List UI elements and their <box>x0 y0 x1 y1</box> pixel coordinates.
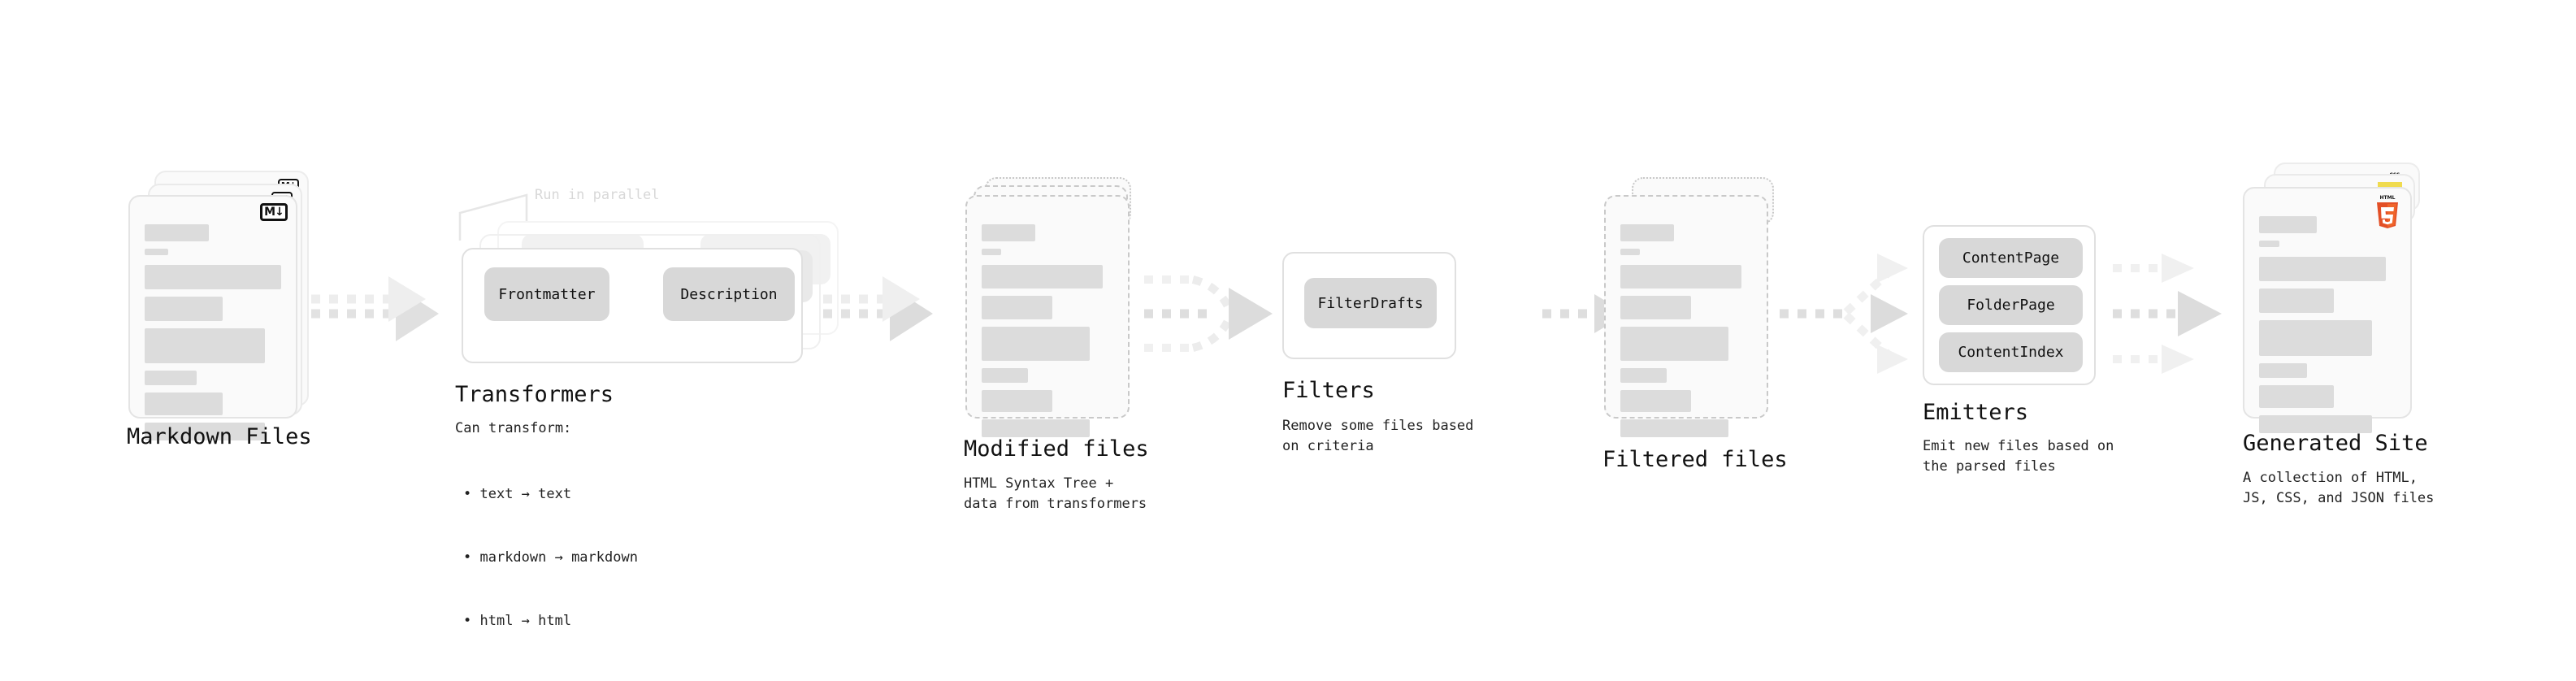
skeleton-bar <box>1620 390 1692 412</box>
stage-title-filtered-files: Filtered files <box>1602 447 1788 472</box>
skeleton-bar <box>1620 224 1675 241</box>
skeleton-bar <box>2259 288 2335 313</box>
stage-title-modified-files: Modified files <box>964 436 1149 462</box>
skeleton-bar <box>982 224 1036 241</box>
skeleton-bar <box>982 390 1053 412</box>
transform-bullet-item: • markdown → markdown <box>463 549 638 566</box>
transformer-item-frontmatter[interactable]: Frontmatter <box>484 267 609 321</box>
skeleton-bar <box>145 249 168 255</box>
skeleton-bars <box>1620 224 1752 445</box>
document-card-front: HTML <box>2243 187 2412 433</box>
filters-box: FilterDrafts <box>1282 252 1456 359</box>
skeleton-bar <box>982 249 1002 255</box>
skeleton-bar <box>2259 216 2317 233</box>
stage-title-generated-site: Generated Site <box>2243 431 2428 456</box>
skeleton-bars <box>145 224 281 448</box>
transform-bullet-item: • html → html <box>463 613 572 629</box>
skeleton-bar <box>1620 249 1641 255</box>
document-card-front: M↓ <box>128 195 297 440</box>
skeleton-bars <box>2259 216 2396 440</box>
skeleton-bar <box>145 328 265 363</box>
skeleton-bar <box>2259 385 2335 408</box>
filter-item-filterdrafts[interactable]: FilterDrafts <box>1304 278 1437 328</box>
document-card-front <box>1604 195 1768 437</box>
stage-subtitle-emitters: Emit new files based on the parsed files <box>1923 438 2114 475</box>
skeleton-bar <box>2259 415 2373 433</box>
transformer-layer-front: Frontmatter Description <box>462 248 803 363</box>
stage-title-transformers: Transformers <box>455 382 614 407</box>
skeleton-bar <box>982 327 1090 361</box>
skeleton-bar <box>982 296 1053 319</box>
stage-subtitle-filters: Remove some files based on criteria <box>1282 418 1474 454</box>
transform-bullet-item: • text → text <box>463 486 572 502</box>
document-card-front <box>965 195 1130 437</box>
skeleton-bar <box>145 371 197 385</box>
skeleton-bar <box>2259 363 2307 378</box>
transform-bullet-label: text → text <box>479 486 572 502</box>
skeleton-bar <box>1620 296 1692 319</box>
skeleton-bar <box>2259 241 2280 247</box>
skeleton-bar <box>982 419 1090 437</box>
emitter-item-contentindex[interactable]: ContentIndex <box>1939 332 2083 372</box>
skeleton-bar <box>1620 265 1742 288</box>
emitter-item-folderpage[interactable]: FolderPage <box>1939 285 2083 325</box>
skeleton-bar <box>145 265 281 289</box>
transform-bullet-list: • text → text • markdown → markdown • ht… <box>463 441 638 674</box>
stage-title-markdown-files: Markdown Files <box>127 424 312 449</box>
svg-text:HTML: HTML <box>2380 195 2396 201</box>
transform-bullet-label: markdown → markdown <box>479 549 638 566</box>
stage-subtitle-modified-files: HTML Syntax Tree + data from transformer… <box>964 475 1147 512</box>
skeleton-bar <box>2259 257 2387 281</box>
emitter-item-contentpage[interactable]: ContentPage <box>1939 238 2083 278</box>
stage-subtitle-transformers: Can transform: <box>455 420 572 436</box>
skeleton-bar <box>1620 327 1728 361</box>
skeleton-bar <box>982 368 1028 383</box>
html5-icon: HTML <box>2373 193 2402 228</box>
skeleton-bar <box>145 224 209 241</box>
stage-title-filters: Filters <box>1282 378 1375 403</box>
run-in-parallel-label: Run in parallel <box>535 187 660 203</box>
skeleton-bar <box>145 297 223 321</box>
transform-bullet-label: html → html <box>479 613 572 629</box>
skeleton-bar <box>2259 320 2373 356</box>
skeleton-bar <box>982 265 1104 288</box>
skeleton-bar <box>1620 419 1728 437</box>
transformer-item-description[interactable]: Description <box>663 267 795 321</box>
emitters-box: ContentPage FolderPage ContentIndex <box>1923 225 2096 385</box>
stage-subtitle-generated-site: A collection of HTML, JS, CSS, and JSON … <box>2243 470 2435 506</box>
skeleton-bar <box>1620 368 1667 383</box>
skeleton-bar <box>145 423 265 440</box>
markdown-icon: M↓ <box>260 203 288 221</box>
skeleton-bars <box>982 224 1113 445</box>
stage-title-emitters: Emitters <box>1923 400 2029 425</box>
skeleton-bar <box>145 393 223 415</box>
